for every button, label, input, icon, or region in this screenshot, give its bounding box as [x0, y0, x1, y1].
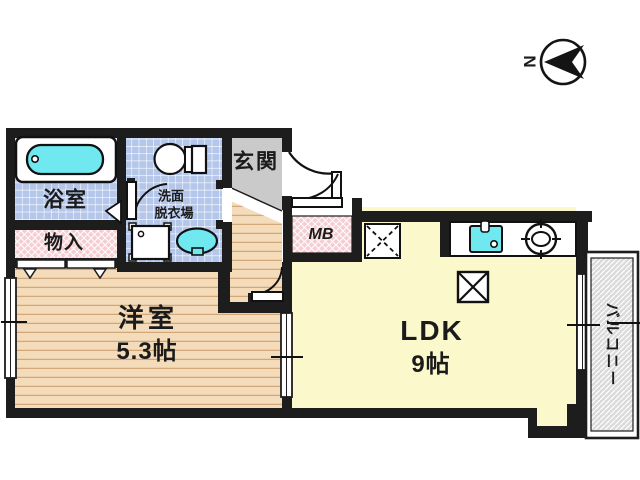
bath-folding-door — [104, 199, 122, 225]
entrance-label: 玄関 — [233, 150, 279, 174]
bathtub-icon — [14, 135, 118, 184]
closet-door-mark — [22, 268, 38, 280]
stove-burner-icon — [521, 219, 561, 259]
balcony-area — [584, 250, 640, 440]
western-room-size: 5.3帖 — [116, 338, 178, 365]
storage-floor — [15, 230, 117, 260]
wall-openings — [222, 152, 352, 222]
hall-door — [291, 173, 343, 208]
meter-box-opening — [292, 207, 352, 217]
washroom-label-2: 脱衣場 — [154, 205, 194, 221]
storage-label: 物入 — [43, 232, 85, 254]
windows — [4, 273, 589, 398]
compass-north-arrow-icon — [544, 45, 584, 79]
dimension-ticks — [1, 321, 640, 358]
dashed-x-square-icon — [364, 223, 401, 259]
western-room-label: 洋室 — [117, 303, 179, 333]
kitchen-sink-icon — [469, 220, 503, 253]
toilet-icon — [153, 142, 208, 176]
western-room-window — [4, 277, 17, 379]
x-square-icon — [456, 270, 490, 304]
ldk-floor-notch — [537, 408, 567, 426]
ldk-size: 9帖 — [411, 351, 451, 378]
closet-doors — [15, 258, 117, 280]
compass-north-label: N — [520, 54, 540, 68]
entrance-floor — [227, 138, 282, 211]
washing-machine-icon — [128, 222, 172, 262]
closet-door-mark — [92, 268, 108, 280]
entrance-step-line — [226, 185, 283, 212]
meter-box-area — [291, 215, 353, 254]
entrance-step — [226, 184, 283, 224]
room-partition-sliding-door — [280, 312, 293, 398]
doors — [104, 151, 343, 302]
washroom-door-opening — [222, 188, 232, 222]
meter-box-label: MB — [308, 226, 334, 243]
washbasin-icon — [175, 227, 219, 256]
western-room-door — [251, 266, 284, 302]
balcony-label: バルコニー — [603, 302, 621, 388]
compass — [539, 38, 587, 86]
ldk-label: LDK — [400, 315, 464, 346]
bath-label: 浴室 — [43, 188, 87, 212]
kitchen-counter — [449, 219, 577, 259]
washroom-door — [126, 181, 168, 220]
front-door-opening — [282, 152, 292, 196]
washroom-label-1: 洗面 — [157, 188, 185, 204]
